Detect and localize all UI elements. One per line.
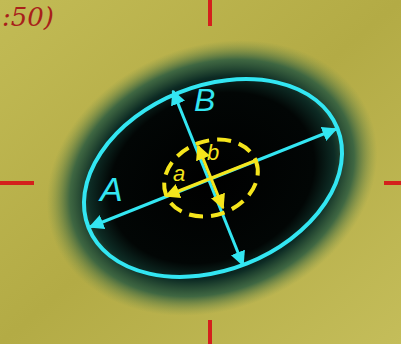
axis-label: A — [100, 172, 123, 206]
major-axis — [90, 129, 336, 227]
dark-halo — [5, 0, 401, 344]
tick-mark — [208, 320, 212, 344]
inner-ellipse — [153, 127, 269, 229]
axis-label: a — [173, 163, 185, 185]
axis-label: b — [207, 142, 219, 164]
tick-mark — [0, 181, 34, 185]
outer-ellipse — [54, 43, 371, 313]
handwritten-note: :50) — [2, 4, 54, 30]
tick-mark — [208, 0, 212, 26]
axis-label: B — [194, 84, 215, 116]
tick-mark — [384, 181, 401, 185]
